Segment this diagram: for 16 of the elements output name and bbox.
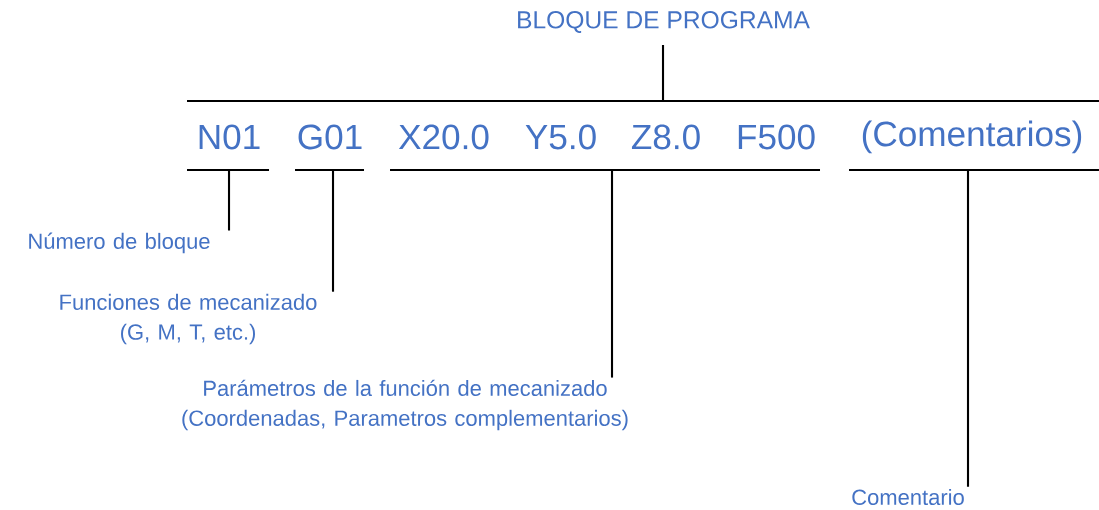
leader-line: [966, 170, 970, 487]
label-text: Funciones de mecanizado (G, M, T, etc.): [60, 293, 317, 345]
code-word: G01: [298, 124, 362, 150]
title: BLOQUE DE PROGRAMA: [518, 11, 810, 33]
leader-line: [331, 170, 335, 292]
code-word: Y5.0: [525, 124, 596, 150]
code-word: Z8.0: [631, 124, 700, 150]
code-word: F500: [738, 124, 815, 150]
label-text: Comentario: [852, 488, 964, 506]
leader-line: [227, 170, 231, 231]
code-word: X20.0: [398, 124, 489, 150]
code-word: (Comentarios): [862, 120, 1082, 154]
code-word: N01: [199, 124, 260, 150]
label-text: Parámetros de la función de mecanizado (Coordenadas, Parametros complementarios): [182, 379, 628, 431]
label-text: Número de bloque: [29, 232, 210, 254]
leader-line: [610, 170, 614, 378]
